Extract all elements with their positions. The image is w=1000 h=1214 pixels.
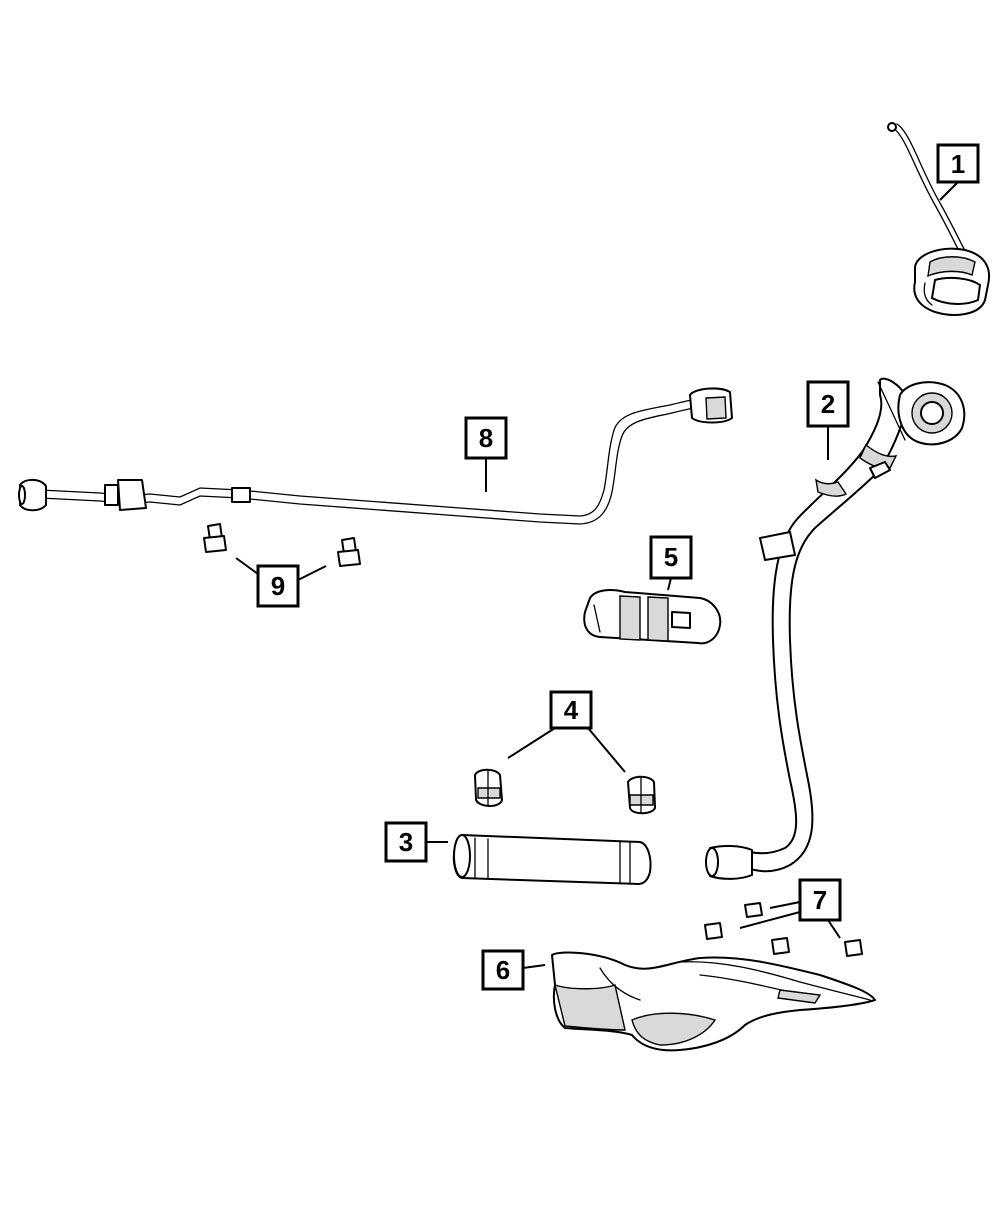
hose-part — [452, 834, 652, 885]
callout-5: 5 — [649, 535, 693, 580]
callout-3-label: 3 — [399, 827, 413, 857]
hose-clamp-right-part — [627, 775, 656, 815]
callout-7: 7 — [798, 878, 842, 922]
fuel-filler-tube-part — [705, 377, 966, 880]
callout-9: 9 — [256, 564, 300, 608]
callout-9-label: 9 — [271, 571, 285, 601]
quick-connector-right-part — [337, 537, 361, 567]
callout-8: 8 — [464, 416, 508, 460]
fuel-cap-part — [887, 122, 990, 316]
callout-2: 2 — [806, 380, 850, 428]
callout-6-label: 6 — [496, 955, 510, 985]
hose-clamp-left-part — [474, 768, 503, 807]
leader-lines — [235, 181, 959, 969]
callout-8-label: 8 — [479, 423, 493, 453]
quick-connector-left-part — [203, 523, 227, 553]
callout-1: 1 — [936, 143, 980, 184]
callout-4: 4 — [549, 690, 593, 730]
callout-4-label: 4 — [564, 695, 579, 725]
callout-5-label: 5 — [664, 542, 678, 572]
callout-1-label: 1 — [951, 149, 965, 179]
vapor-line-part — [18, 387, 733, 525]
callout-7-label: 7 — [813, 885, 827, 915]
shield-plate-part — [551, 951, 876, 1052]
callout-2-label: 2 — [821, 389, 835, 419]
callout-6: 6 — [481, 949, 525, 991]
heat-shield-sleeve-part — [583, 589, 722, 645]
callout-3: 3 — [384, 821, 428, 863]
push-nut-group-part — [704, 902, 863, 957]
